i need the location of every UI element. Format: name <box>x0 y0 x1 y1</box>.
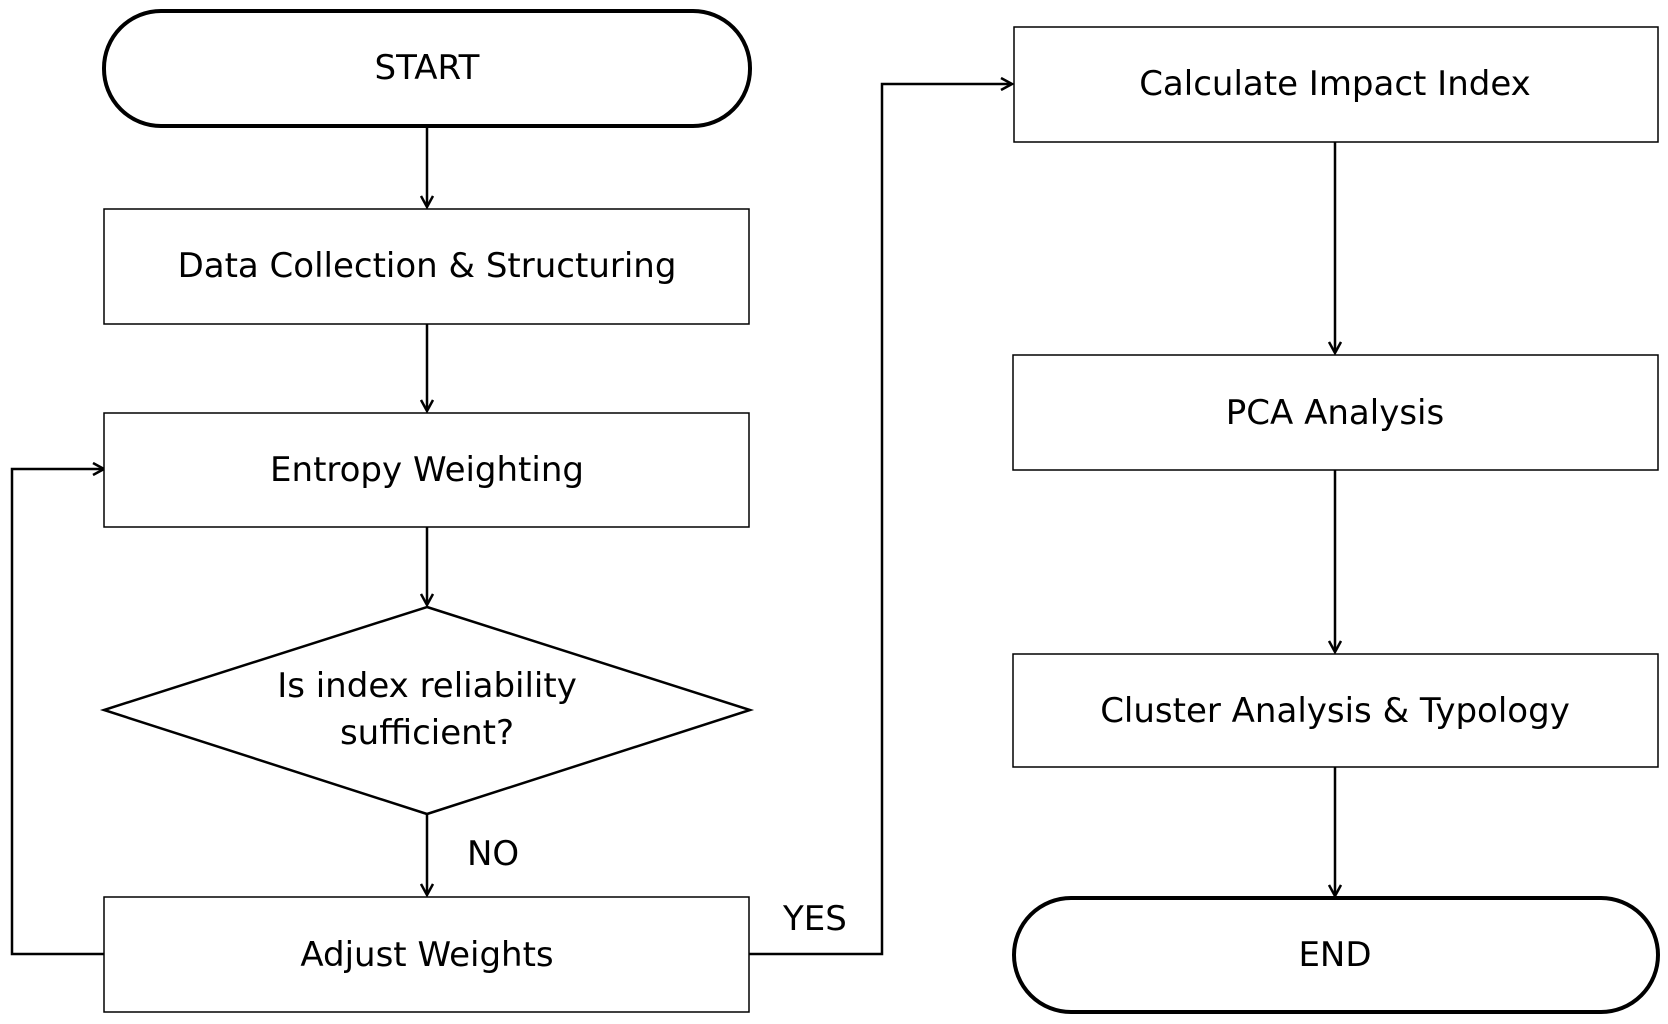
adjust-weights-box: Adjust Weights <box>103 896 750 1013</box>
start-label: START <box>375 48 480 88</box>
calculate-impact-box: Calculate Impact Index <box>1013 26 1659 143</box>
arrow-adjust-loop-to-entropy <box>10 469 104 956</box>
pca-analysis-label: PCA Analysis <box>1226 393 1444 433</box>
no-branch-label: NO <box>467 834 519 874</box>
cluster-analysis-label: Cluster Analysis & Typology <box>1100 691 1570 731</box>
entropy-weighting-box: Entropy Weighting <box>103 412 750 528</box>
start-terminal: START <box>102 9 752 128</box>
decision-label-line1: Is index reliability <box>277 666 577 706</box>
end-label: END <box>1298 935 1371 975</box>
entropy-weighting-label: Entropy Weighting <box>270 450 584 490</box>
reliability-decision: Is index reliability sufficient? <box>99 605 755 816</box>
data-collection-box: Data Collection & Structuring <box>103 208 750 325</box>
pca-analysis-box: PCA Analysis <box>1012 354 1659 471</box>
end-terminal: END <box>1012 896 1660 1014</box>
arrow-yes-to-calculate-impact <box>749 84 1012 956</box>
connectors <box>10 84 1335 956</box>
adjust-weights-label: Adjust Weights <box>300 935 553 975</box>
decision-label-line2: sufficient? <box>340 713 514 753</box>
cluster-analysis-box: Cluster Analysis & Typology <box>1012 653 1659 768</box>
yes-branch-label: YES <box>782 899 847 939</box>
calculate-impact-label: Calculate Impact Index <box>1139 64 1531 104</box>
data-collection-label: Data Collection & Structuring <box>178 246 677 286</box>
